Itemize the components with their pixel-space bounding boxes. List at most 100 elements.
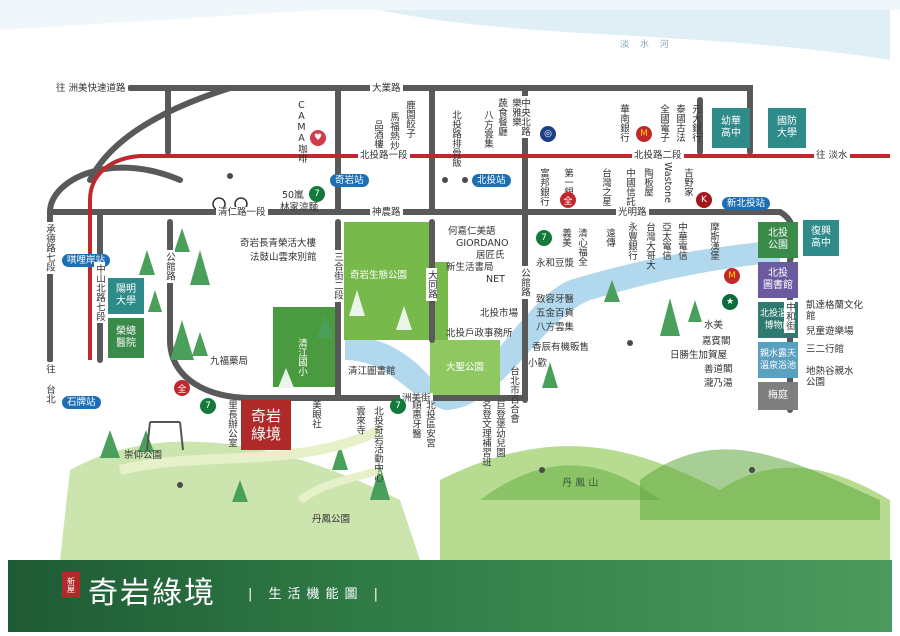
label-center: 北投奇岩活動中心 xyxy=(372,406,383,482)
label-risheng: 日勝生加賀屋 xyxy=(670,350,728,361)
label-dasheng-park: 大聖公園 xyxy=(446,362,485,373)
label-cama: CAMA咖啡 xyxy=(296,100,307,163)
station-xinbeitou[interactable]: 新北投站 xyxy=(722,197,771,210)
qinshui-box: 親水露天 溫泉浴池 xyxy=(758,342,798,378)
label-meiyan: 美眼社 xyxy=(310,400,321,429)
guofang-label: 國防 大學 xyxy=(777,116,797,139)
beitou-park-box: 北投 公園 xyxy=(758,222,798,258)
7eleven-icon: 7 xyxy=(200,398,216,414)
road-shen: 神農路 xyxy=(370,207,403,218)
px-mart-icon: 全 xyxy=(560,192,576,208)
qiyan-park-area xyxy=(344,222,430,340)
label-sanyi: 三二行館 xyxy=(806,344,845,355)
beitou-lib-box: 北投 圖書館 xyxy=(758,262,798,298)
label-50lan: 50嵐 xyxy=(282,190,304,201)
label-jiaxi: 嘉賓閣 xyxy=(702,336,731,347)
starbucks-icon: ★ xyxy=(722,294,738,310)
road-xijiang: 洲美街 xyxy=(400,393,433,404)
label-yunlaisi: 雲來寺 xyxy=(354,406,365,435)
youhua-label: 幼華 高中 xyxy=(721,116,741,139)
meiting-box: 梅庭 xyxy=(758,382,798,410)
road-qiaoren: 清仁路一段 xyxy=(216,207,268,218)
beitou-park-label: 北投 公園 xyxy=(768,228,788,251)
label-linjia: 林家涼麵 xyxy=(280,202,319,213)
label-diyi: 第一銀行 xyxy=(562,168,573,206)
label-fagu: 法鼓山雲來別館 xyxy=(250,252,317,263)
brand-subtitle: | 生活機能圖 | xyxy=(248,587,385,602)
guofang-box: 國防 大學 xyxy=(768,108,806,148)
label-qiyan-park: 奇岩生態公園 xyxy=(350,270,408,281)
museum-label: 北投溫泉 博物館 xyxy=(759,309,796,331)
road-zhongshan: 中山北路七段 xyxy=(94,262,105,323)
road-to-zhoumei: 往 洲美快速道路 xyxy=(54,83,128,94)
label-taiwanzhi: 台灣之星 xyxy=(600,168,611,206)
label-qingxin: 清心福全 xyxy=(576,228,587,266)
river-top-label: 淡 水 河 xyxy=(620,40,673,50)
label-taoban: 陶板屋 xyxy=(642,168,653,197)
label-yonghe: 永和豆漿 xyxy=(536,258,575,269)
label-ertong: 兒童遊樂場 xyxy=(806,326,854,337)
road-chengde: 承德路七段 xyxy=(44,222,55,274)
label-pork: 北投路排骨飯 xyxy=(450,110,461,167)
label-zhonghua: 中華電信 xyxy=(676,222,687,260)
station-shipai[interactable]: 石牌站 xyxy=(62,396,101,409)
road-gongguan: 公館路 xyxy=(164,250,175,283)
heart-icon: ♥ xyxy=(310,130,326,146)
label-jiufu: 九福藥局 xyxy=(210,356,249,367)
label-zhongxin: 中國信託 xyxy=(624,168,635,206)
label-yiyu: 義美 xyxy=(560,228,571,247)
yangming-box: 陽明 大學 xyxy=(108,278,144,314)
label-xunhui: 順惠牙醫 xyxy=(410,400,421,438)
road-guangming: 光明路 xyxy=(616,207,649,218)
station-beitou[interactable]: 北投站 xyxy=(472,174,511,187)
label-yongfeng: 永豐銀行 xyxy=(626,222,637,260)
label-leye: 樂雅樂 xyxy=(510,98,521,127)
7eleven-icon: 7 xyxy=(536,230,552,246)
label-brunch: 蔬食餐廳 xyxy=(496,98,507,136)
label-chongyang: 崇仰公園 xyxy=(124,450,163,461)
label-yuantai: 元大銀行 xyxy=(690,104,701,142)
river xyxy=(345,240,780,410)
label-laonai: 瀧乃湯 xyxy=(704,378,733,389)
label-huzheng: 北投戶政事務所 xyxy=(446,328,513,339)
road-gongguan2: 公館路 xyxy=(519,266,530,299)
road-dadu2: 大同路 xyxy=(426,268,437,301)
kfc-icon: K xyxy=(696,192,712,208)
label-dire: 地熱谷親水公園 xyxy=(806,366,854,388)
label-anjgong: 北投區安宮 xyxy=(424,400,435,448)
rongzong-box: 榮總 醫院 xyxy=(108,318,144,358)
station-qiyan[interactable]: 奇岩站 xyxy=(330,174,369,187)
label-net: NET xyxy=(486,274,505,285)
label-shop3: 品酒樓 xyxy=(372,120,383,149)
road-to-danshui: 往 淡水 xyxy=(814,150,850,161)
brand-seal: 新屋 xyxy=(62,572,80,598)
label-xiangchen: 香辰有機販售 xyxy=(532,342,590,353)
yangming-label: 陽明 大學 xyxy=(116,284,136,307)
dasheng-park-area xyxy=(430,340,500,395)
label-qingjiang-lib: 清江圖書館 xyxy=(348,366,396,377)
label-hejia: 何嘉仁美語 xyxy=(448,226,496,237)
label-juwu: 居匠氏 xyxy=(476,250,505,261)
brand-banner xyxy=(8,560,892,632)
label-danfeng: 丹 鳳 山 xyxy=(562,478,599,489)
label-fubon: 富邦銀行 xyxy=(538,168,549,206)
label-xiaohuan: 小歡 xyxy=(528,358,548,369)
7eleven-icon: 7 xyxy=(390,398,406,414)
rongzong-label: 榮總 醫院 xyxy=(116,326,136,349)
brand-title: 奇岩綠境 xyxy=(88,576,216,611)
label-giordano: GIORDANO xyxy=(456,238,509,249)
fuxing-box: 復興 高中 xyxy=(803,220,839,256)
label-yuanchuan: 遠傳 xyxy=(604,228,615,247)
road-to-taipei: 往 台北 xyxy=(44,362,55,406)
label-xinsheng: 新生活書局 xyxy=(446,262,494,273)
mcdonalds-icon: M xyxy=(724,268,740,284)
tree-decoration xyxy=(100,228,702,502)
7eleven-icon: 7 xyxy=(309,186,325,202)
road-dadu: 大業路 xyxy=(370,83,403,94)
label-bafang2: 八方雲集 xyxy=(536,322,575,333)
qinshui-label: 親水露天 溫泉浴池 xyxy=(759,349,796,371)
meiting-label: 梅庭 xyxy=(768,390,788,401)
label-taibei-hall: 台北市百合會 xyxy=(508,366,519,423)
